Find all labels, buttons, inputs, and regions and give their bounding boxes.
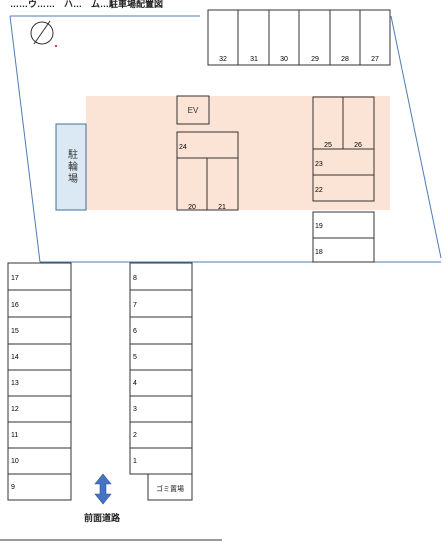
space-label: 16: [11, 302, 19, 309]
space-label: 20: [188, 204, 196, 211]
space-label: 28: [341, 56, 349, 63]
ev-label: EV: [188, 106, 199, 115]
space-label: 13: [11, 380, 19, 387]
bicycle-parking-label: 駐輪場: [65, 149, 77, 185]
space-label: 23: [315, 161, 323, 168]
space-label: 7: [133, 302, 137, 309]
space-label: 1: [133, 458, 137, 465]
space-label: 21: [218, 204, 226, 211]
space-label: 11: [11, 432, 18, 439]
space-label: 6: [133, 328, 137, 335]
space-label: 25: [324, 142, 332, 149]
garbage-area-box: [147, 473, 193, 501]
double-arrow-icon: [94, 473, 112, 505]
road-label: 前面道路: [84, 512, 121, 523]
space-label: 26: [354, 142, 362, 149]
space-label: 19: [315, 223, 323, 230]
space-label: 30: [280, 56, 288, 63]
bicycle-parking-box: [55, 123, 87, 211]
space-label: 14: [11, 354, 19, 361]
right-cluster-spaces: 25 26 23 22 19 18: [312, 96, 375, 263]
space-label: 10: [11, 458, 19, 465]
space-label: 5: [133, 354, 137, 361]
left-column-spaces: 17 16 15 14 13 12 11 10 9: [7, 262, 72, 501]
space-label: 3: [133, 406, 137, 413]
top-row-spaces: 32 31 30 29 28 27: [207, 9, 391, 66]
space-label: 32: [219, 56, 227, 63]
space-label: 17: [11, 275, 19, 282]
header-title: ……ウ…… ハ… ム…駐車場配置図: [10, 0, 164, 9]
space-label: 15: [11, 328, 19, 335]
space-label: 27: [371, 56, 379, 63]
center-column-spaces: 8 7 6 5 4 3 2 1: [129, 262, 193, 475]
space-label: 18: [315, 249, 323, 256]
space-label: 29: [311, 56, 319, 63]
space-label: 22: [315, 187, 323, 194]
compass-icon: [30, 20, 57, 47]
boundary-right: [390, 15, 442, 259]
middle-block-spaces: 24 20 21: [176, 131, 239, 211]
garbage-area-label: ゴミ置場: [156, 484, 184, 493]
space-label: 4: [133, 380, 137, 387]
space-label: 8: [133, 275, 137, 282]
space-label: 9: [11, 484, 15, 491]
space-label: 2: [133, 432, 137, 439]
space-label: 12: [11, 406, 19, 413]
space-label: 31: [250, 56, 258, 63]
space-label: 24: [179, 144, 187, 151]
ev-box: [176, 95, 210, 125]
boundary-left: [9, 15, 41, 263]
